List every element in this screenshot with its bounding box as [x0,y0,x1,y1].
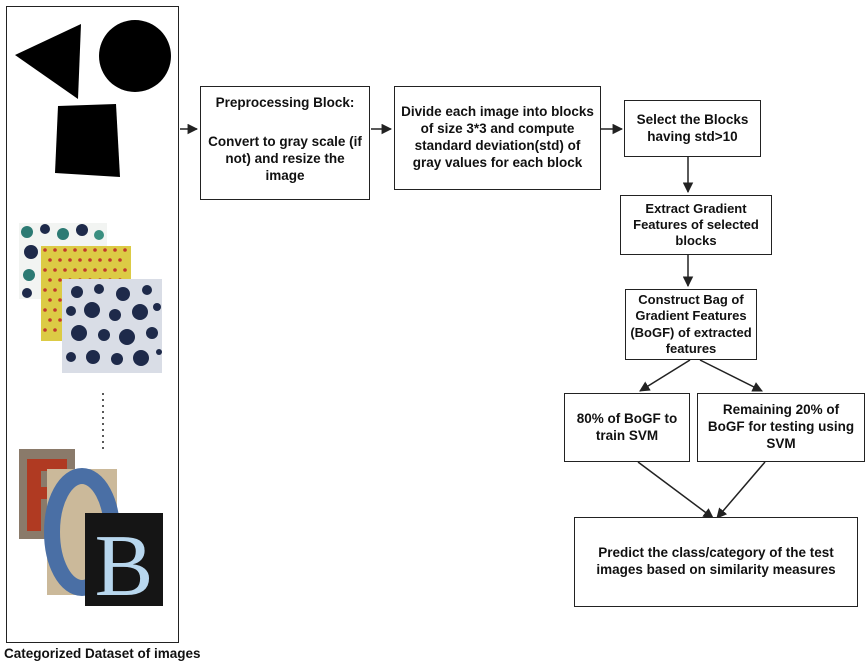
preprocessing-title: Preprocessing Block: [215,95,355,110]
dataset-images: B [15,20,171,615]
texture-dot [58,298,62,302]
letters-image: B [19,449,163,615]
dataset-caption: Categorized Dataset of images [4,646,201,661]
texture-dot [66,352,76,362]
texture-dot [116,287,130,301]
texture-dot [43,328,47,332]
predict-box: Predict the class/category of the test i… [574,517,858,607]
texture-dot [43,268,47,272]
texture-dot [83,248,87,252]
extract-box: Extract Gradient Features of selected bl… [620,195,772,255]
texture-dot [94,284,104,294]
train-box: 80% of BoGF to train SVM [564,393,690,462]
texture-dot [111,353,123,365]
texture-dot [93,248,97,252]
texture-dot [53,288,57,292]
train-text: 80% of BoGF to train SVM [576,410,678,443]
preprocessing-body: Convert to gray scale (if not) and resiz… [208,133,362,183]
texture-dot [93,268,97,272]
letter-B-tile [85,513,163,606]
shapes-image [15,20,171,177]
texture-dot [48,258,52,262]
construct-text: Construct Bag of Gradient Features (BoGF… [630,292,752,356]
texture-dot [123,268,127,272]
texture-dot [142,285,152,295]
letter-B: B [95,518,154,615]
texture-dot [98,258,102,262]
test-box: Remaining 20% of BoGF for testing using … [697,393,865,462]
divide-box: Divide each image into blocks of size 3*… [394,86,601,190]
select-box: Select the Blocks having std>10 [624,100,761,157]
dataset-panel: B [6,6,179,643]
texture-dot [73,268,77,272]
texture-dot [43,248,47,252]
texture-dot [83,268,87,272]
texture-dot [68,258,72,262]
texture-dot [63,268,67,272]
texture-dot [48,298,52,302]
divide-text: Divide each image into blocks of size 3*… [401,104,594,170]
texture-dot [133,350,149,366]
triangle-shape [15,24,81,99]
texture-dot [63,248,67,252]
square-shape [55,104,120,177]
arrow-train-to-predict [637,461,714,519]
texture-dot [53,268,57,272]
arrow-construct-to-train [639,359,691,392]
texture-dot [109,309,121,321]
texture-dot [84,302,100,318]
texture-dot [53,308,57,312]
texture-dot [48,318,52,322]
texture-dot [53,328,57,332]
texture-dot [103,268,107,272]
texture-dot [58,258,62,262]
texture-dot [58,278,62,282]
texture-dot [113,248,117,252]
texture-dot [53,248,57,252]
texture-dot [66,306,76,316]
texture-stack [19,223,162,373]
texture-dot [98,329,110,341]
test-text: Remaining 20% of BoGF for testing using … [707,402,855,451]
texture-dot [43,288,47,292]
texture-dot [118,258,122,262]
arrow-construct-to-test [699,359,763,392]
texture-dot [108,258,112,262]
texture-dot [103,248,107,252]
texture-dot [43,308,47,312]
construct-box: Construct Bag of Gradient Features (BoGF… [625,289,757,360]
circle-shape [99,20,171,92]
texture-dot [71,286,83,298]
preprocessing-box: Preprocessing Block: Convert to gray sca… [200,86,370,200]
texture-dot [123,248,127,252]
texture-dot [88,258,92,262]
texture-dot [71,325,87,341]
texture-dot [156,349,162,355]
texture-dot [78,258,82,262]
extract-text: Extract Gradient Features of selected bl… [633,200,759,249]
texture-dot [58,318,62,322]
select-text: Select the Blocks having std>10 [636,111,749,144]
texture-dot [153,303,161,311]
arrow-test-to-predict [716,461,766,519]
texture-dot [48,278,52,282]
texture-dot [146,327,158,339]
texture-dot [132,304,148,320]
texture-dot [113,268,117,272]
texture-dot [86,350,100,364]
texture-dot [119,329,135,345]
texture-dot [73,248,77,252]
predict-text: Predict the class/category of the test i… [596,545,836,577]
